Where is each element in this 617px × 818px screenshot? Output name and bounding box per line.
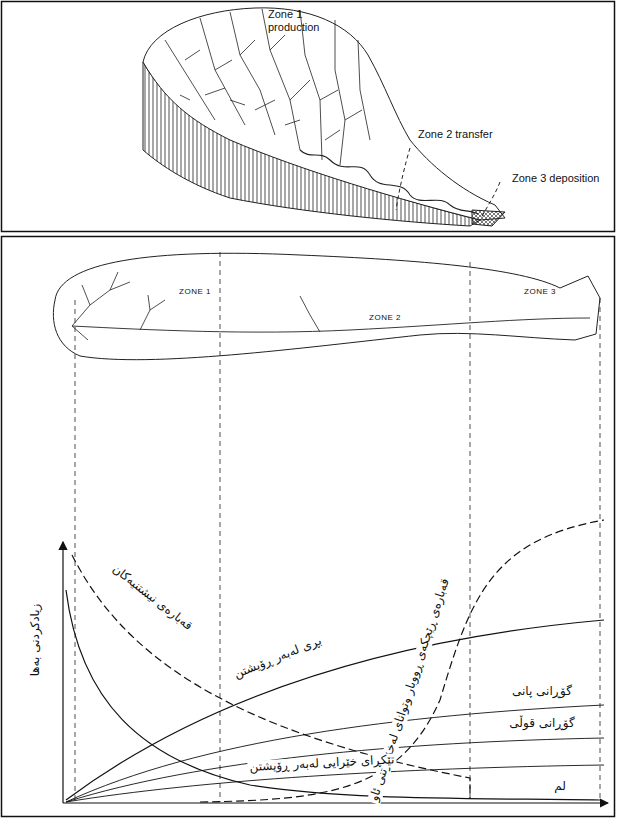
curve-label: گۆڕانی قوڵی (507, 717, 576, 731)
basin-block (143, 8, 505, 226)
y-axis (62, 542, 63, 803)
axis-label: زیادکردنی بەها (29, 602, 43, 679)
zone-label: Zone 3 deposition (512, 172, 599, 185)
curve-label: قەبارەی نیشتنیەکان (108, 561, 197, 634)
zone-label: Zone 1 production (268, 8, 330, 33)
zone-label: ZONE 1 (179, 287, 211, 296)
basin-outline (53, 253, 600, 359)
sand-curve (66, 590, 600, 800)
mountain-ridges (165, 9, 370, 165)
bottom-frame (2, 237, 615, 817)
curve-label: گۆڕانی پانی (510, 685, 574, 699)
zone-dividers (75, 252, 600, 802)
top-frame (2, 2, 615, 232)
delta (472, 210, 505, 226)
block-surface (143, 8, 505, 220)
width-curve (66, 705, 604, 802)
curve-label: لم (552, 780, 568, 794)
river (300, 150, 478, 214)
chart (63, 520, 608, 803)
curve-label: تێکڕای خێرایی لەبەر ڕۆیشتن (247, 753, 397, 775)
zone-boundary (396, 148, 410, 210)
tributaries (72, 272, 165, 340)
channel-capacity-curve (200, 520, 604, 802)
velocity-curve (66, 765, 604, 802)
tributary (300, 296, 320, 332)
depth-curve (66, 738, 604, 802)
zone-boundary (480, 182, 500, 220)
curve-label: بڕی لەبەر ڕۆیشتن (230, 633, 325, 682)
basin-plan (53, 252, 600, 802)
x-axis (63, 802, 608, 803)
main-river (72, 318, 590, 332)
zone-label: Zone 2 transfer (418, 128, 493, 141)
zone-label: ZONE 3 (524, 287, 556, 296)
zone-label: ZONE 2 (369, 313, 401, 322)
